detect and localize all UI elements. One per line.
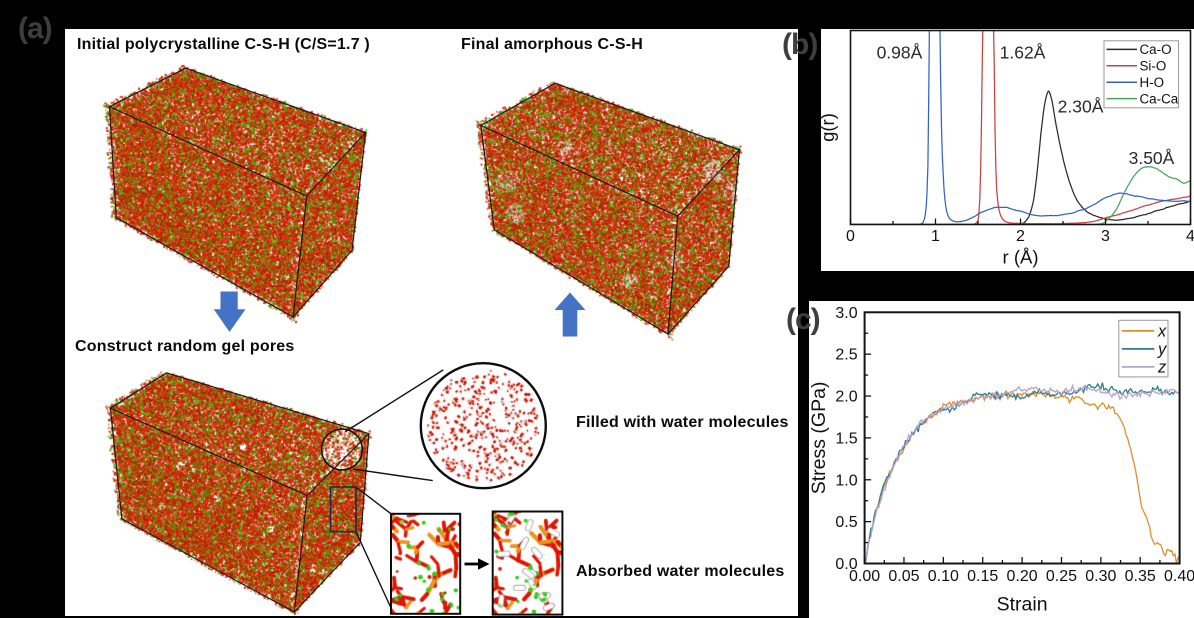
stress-y-tick-label: 0.5 (835, 514, 857, 531)
rdf-legend-label: Ca-O (1140, 42, 1172, 57)
stress-x-tick-label: 0.40 (1164, 568, 1194, 585)
rdf-ylabel: g(r) (821, 113, 838, 142)
down-arrow-icon (213, 291, 246, 332)
stress-xlabel: Strain (997, 594, 1048, 616)
after-absorption-rect (491, 510, 564, 616)
pore-highlight-circle (320, 428, 364, 471)
rdf-x-tick-label: 3 (1101, 228, 1110, 245)
rdf-legend-label: Ca-Ca (1140, 91, 1179, 106)
stress-ylabel: Stress (GPa) (809, 382, 830, 495)
stress-x-tick-label: 0.00 (849, 568, 880, 585)
rdf-peak-annotation: 3.50Å (1129, 148, 1175, 168)
stress-legend-label: z (1157, 358, 1167, 376)
absorbed-water-caption: Absorbed water molecules (576, 563, 785, 580)
transform-arrow-icon (478, 558, 490, 570)
rdf-x-ticks (849, 218, 1192, 225)
initial-structure-title: Initial polycrystalline C-S-H (C/S=1.7 ) (77, 36, 370, 53)
up-arrow-icon (554, 292, 586, 337)
rdf-x-tick-label: 0 (846, 228, 855, 245)
panel-b-label: (b) (782, 28, 818, 61)
rdf-legend-label: Si-O (1140, 59, 1167, 74)
magnify-connector-line (345, 369, 444, 433)
rdf-legend: Ca-O Si-OH-OCa-Ca (1103, 40, 1179, 109)
stress-y-tick-label: 0.0 (835, 556, 857, 573)
panel-b-rdf-chart: 0 1 2 3 4 r (Å) g(r) 0.98Å 1.62Å 2.30Å 3.50Å Ca-O Si… (817, 29, 1194, 271)
detail-highlight-rect (329, 486, 357, 533)
rdf-peak-annotation: 1.62Å (1000, 42, 1046, 62)
rdf-peak-annotation: 2.30Å (1058, 96, 1104, 116)
magnify-connector-line (352, 468, 433, 482)
rdf-x-tick-label: 4 (1186, 228, 1194, 245)
initial-box-outline (108, 67, 367, 319)
panel-c-label: (c) (786, 303, 821, 336)
stress-strain-plot: 0.00 0.05 0.10 0.15 0.20 0.25 0.30 0.35 0.40 0.0 0… (808, 305, 1194, 616)
stress-y-tick-label: 1.0 (835, 472, 857, 489)
rdf-x-tick-label: 1 (931, 228, 940, 245)
before-absorption-rect (390, 512, 462, 615)
rdf-curve-Ca-Ca (850, 166, 1191, 225)
stress-y-tick-label: 1.5 (835, 430, 857, 447)
stress-y-tick-label: 3.0 (835, 305, 857, 322)
rdf-legend-label: H-O (1140, 75, 1165, 90)
stress-x-tick-label: 0.15 (967, 568, 998, 585)
panel-c-stress-strain-chart: 0.00 0.05 0.10 0.15 0.20 0.25 0.30 0.35 0.40 0.0 0… (808, 301, 1194, 618)
stress-x-tick-label: 0.25 (1046, 568, 1077, 585)
panel-a-label: (a) (18, 12, 53, 45)
stress-x-tick-label: 0.30 (1085, 568, 1116, 585)
stress-curve-z (864, 383, 1180, 564)
diagram-overlay (108, 67, 741, 616)
stress-legend-label: y (1157, 340, 1168, 358)
final-structure-title: Final amorphous C-S-H (461, 36, 643, 53)
stress-legend: xyz (1118, 319, 1169, 378)
filled-water-caption: Filled with water molecules (576, 414, 789, 431)
panel-a-simulation-diagram: Initial polycrystalline C-S-H (C/S=1.7 )… (65, 29, 798, 616)
stress-x-tick-label: 0.35 (1125, 568, 1156, 585)
gel-pores-title: Construct random gel pores (75, 338, 295, 355)
magnified-pore-circle (419, 362, 547, 490)
stress-curve-x (864, 389, 1180, 564)
stress-curve-y (864, 382, 1180, 564)
rdf-peak-annotation: 0.98Å (877, 42, 923, 62)
stress-y-tick-label: 2.0 (835, 389, 857, 406)
stress-x-tick-label: 0.10 (928, 568, 959, 585)
rdf-curve-H-O (850, 30, 1191, 225)
stress-curves (864, 382, 1180, 564)
stress-x-tick-label: 0.20 (1007, 568, 1038, 585)
rdf-xlabel: r (Å) (1003, 247, 1039, 268)
stress-legend-label: x (1157, 322, 1167, 340)
stress-y-tick-label: 2.5 (835, 347, 857, 364)
rdf-plot: 0 1 2 3 4 r (Å) g(r) 0.98Å 1.62Å 2.30Å 3.50Å Ca-O Si… (817, 29, 1194, 268)
final-box-outline (479, 82, 741, 336)
magnify-connector-line (355, 531, 392, 609)
rdf-x-tick-label: 2 (1016, 228, 1025, 245)
stress-x-tick-label: 0.05 (888, 568, 919, 585)
magnify-connector-line (355, 486, 392, 515)
stress-ticks (863, 311, 1181, 565)
